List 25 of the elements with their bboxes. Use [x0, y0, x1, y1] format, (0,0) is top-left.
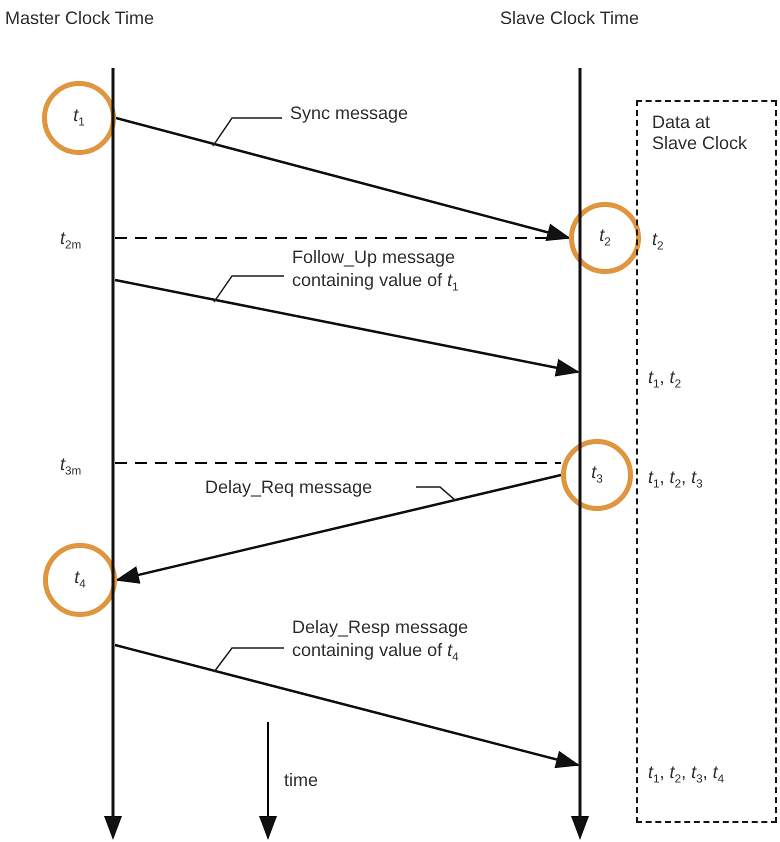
- box-heading: Data at Slave Clock: [652, 112, 748, 154]
- message-arrow: [114, 644, 580, 768]
- data-entry: t$_{1}$, t$_{2}$, t$_{3}$: [648, 467, 703, 492]
- time-stamp-circle: [569, 202, 641, 274]
- dashed-line: [115, 237, 569, 239]
- dashed-box: [636, 100, 777, 823]
- message-arrow: [116, 116, 571, 242]
- time-stamp-label: t$_{1}$: [73, 104, 85, 129]
- message-arrow: [115, 474, 562, 584]
- time-stamp-circle: [561, 439, 633, 511]
- time-stamp-label: t$_{4}$: [74, 566, 86, 591]
- data-entry: t$_{1}$, t$_{2}$: [648, 367, 682, 392]
- time-stamp-circle: [43, 543, 117, 617]
- time-stamp-label: t$_{3}$: [591, 462, 603, 486]
- time-stamp-circle: [42, 81, 116, 155]
- data-entry: t$_{1}$, t$_{2}$, t$_{3}$, t$_{4}$: [648, 762, 724, 786]
- axis-label: time: [284, 770, 318, 791]
- time-stamp-label: t$_{2}$: [599, 224, 611, 249]
- dashed-line: [115, 462, 561, 464]
- time-stamp-label: t$_{3m}$: [60, 454, 82, 478]
- axis-heading: Master Clock Time: [5, 8, 154, 29]
- axis-heading: Slave Clock Time: [500, 8, 640, 29]
- data-entry: t$_{2}$: [652, 229, 664, 254]
- time-stamp-label: t$_{2m}$: [60, 228, 82, 252]
- message-arrow: [114, 278, 580, 377]
